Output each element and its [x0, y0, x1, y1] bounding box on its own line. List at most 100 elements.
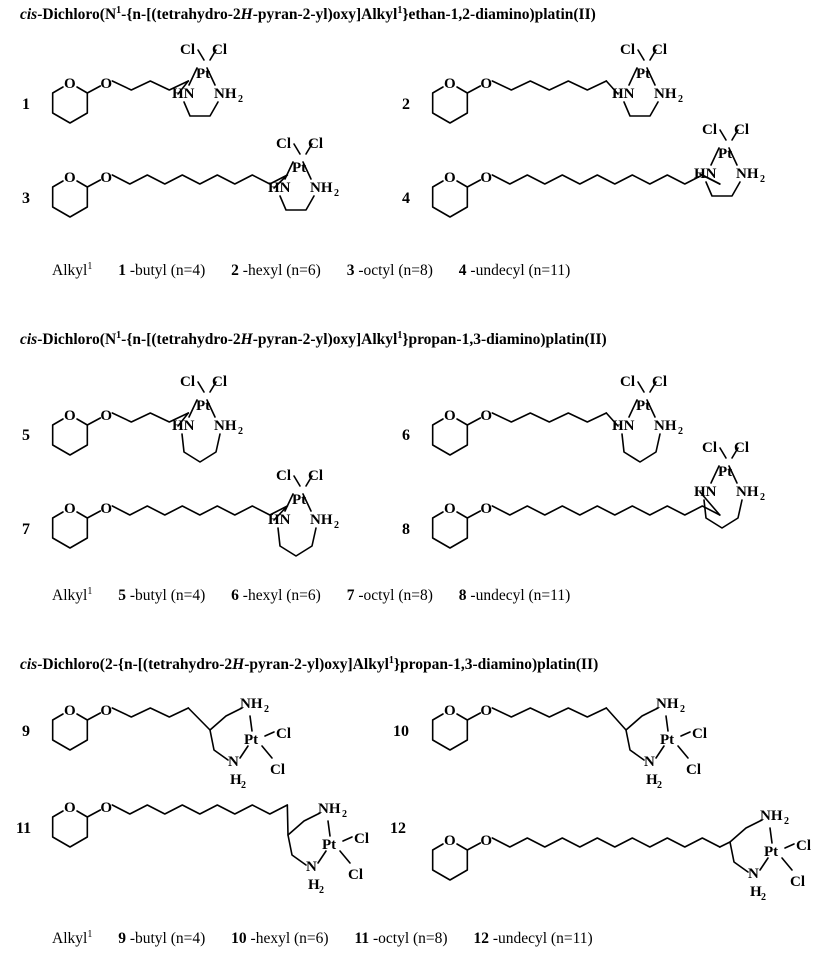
- alkyl-chain: [491, 505, 721, 516]
- ether-oxygen-label: O: [480, 501, 492, 517]
- chlorine-label: Cl: [692, 726, 707, 742]
- hn-label: HN: [612, 418, 635, 434]
- chlorine-label: Cl: [354, 831, 369, 847]
- chlorine-label: Cl: [276, 468, 291, 484]
- hn-label: HN: [694, 166, 717, 182]
- compound-number: 6: [402, 427, 410, 444]
- ether-oxygen-label: O: [480, 703, 492, 719]
- chlorine-label: Cl: [620, 374, 635, 390]
- heading-propanediamine-2: cis-Dichloro(2-{n-[(tetrahydro-2H-pyran-…: [20, 654, 599, 673]
- nh2-label: NH: [214, 418, 237, 434]
- subscript-2: 2: [319, 885, 324, 896]
- chlorine-label: Cl: [702, 122, 717, 138]
- chlorine-label: Cl: [652, 374, 667, 390]
- nh2-label: NH: [240, 696, 263, 712]
- compound-number: 10: [393, 723, 409, 740]
- platinum-label: Pt: [292, 492, 306, 508]
- hn-label: HN: [612, 86, 635, 102]
- chlorine-label: Cl: [180, 374, 195, 390]
- alkyl-chain: [491, 837, 721, 848]
- nh2-label: NH: [736, 166, 759, 182]
- subscript-2: 2: [334, 520, 339, 531]
- hn-label: HN: [172, 86, 195, 102]
- ring-oxygen-label: O: [444, 170, 456, 186]
- ether-oxygen-label: O: [100, 501, 112, 517]
- ring-oxygen-label: O: [64, 800, 76, 816]
- hn-label: HN: [172, 418, 195, 434]
- subscript-2: 2: [238, 426, 243, 437]
- hn-label: HN: [268, 512, 291, 528]
- subscript-2: 2: [241, 780, 246, 791]
- legend-row: Alkyl1 5 -butyl (n=4) 6 -hexyl (n=6) 7 -…: [52, 585, 571, 604]
- legend-row: Alkyl1 9 -butyl (n=4) 10 -hexyl (n=6) 11…: [52, 928, 593, 947]
- chlorine-label: Cl: [652, 42, 667, 58]
- h-label: H: [308, 877, 320, 893]
- platinum-label: Pt: [636, 398, 650, 414]
- ring-oxygen-label: O: [64, 170, 76, 186]
- platinum-label: Pt: [764, 844, 778, 860]
- ring-oxygen-label: O: [444, 703, 456, 719]
- hn-label: HN: [694, 484, 717, 500]
- compound-number: 3: [22, 190, 30, 207]
- subscript-2: 2: [678, 94, 683, 105]
- ring-oxygen-label: O: [444, 833, 456, 849]
- alkyl-chain: [491, 412, 608, 423]
- chlorine-label: Cl: [734, 440, 749, 456]
- nh2-label: NH: [656, 696, 679, 712]
- compound-number: 1: [22, 96, 30, 113]
- compound-number: 9: [22, 723, 30, 740]
- ring-oxygen-label: O: [64, 703, 76, 719]
- subscript-2: 2: [264, 704, 269, 715]
- chlorine-label: Cl: [270, 762, 285, 778]
- ring-oxygen-label: O: [444, 76, 456, 92]
- compound-number: 5: [22, 427, 30, 444]
- compound-number: 7: [22, 521, 30, 538]
- alkyl-chain: [111, 80, 190, 91]
- alkyl-chain: [111, 707, 190, 718]
- chlorine-label: Cl: [180, 42, 195, 58]
- alkyl-chain: [111, 174, 289, 185]
- compound-number: 12: [390, 820, 406, 837]
- nh2-label: NH: [760, 808, 783, 824]
- legend-row: Alkyl1 1 -butyl (n=4) 2 -hexyl (n=6) 3 -…: [52, 260, 571, 279]
- compound-number: 8: [402, 521, 410, 538]
- nh2-label: NH: [310, 180, 333, 196]
- alkyl-chain: [491, 80, 608, 91]
- ether-oxygen-label: O: [100, 408, 112, 424]
- chlorine-label: Cl: [276, 136, 291, 152]
- subscript-2: 2: [761, 892, 766, 903]
- chlorine-label: Cl: [348, 867, 363, 883]
- alkyl-chain: [491, 174, 721, 185]
- compound-number: 2: [402, 96, 410, 113]
- chlorine-label: Cl: [308, 136, 323, 152]
- ether-oxygen-label: O: [480, 408, 492, 424]
- ring-oxygen-label: O: [64, 501, 76, 517]
- nh2-label: NH: [654, 418, 677, 434]
- hn-label: HN: [268, 180, 291, 196]
- compound-number: 11: [16, 820, 32, 837]
- nh2-label: NH: [736, 484, 759, 500]
